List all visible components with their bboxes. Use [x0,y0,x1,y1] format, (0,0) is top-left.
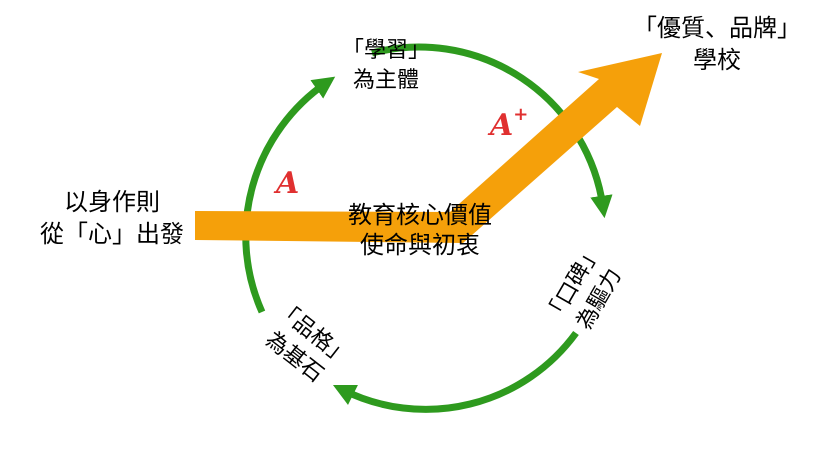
target-label-line2: 學校 [693,46,741,74]
cycle-label-top-line2: 為主體 [352,68,419,93]
cycle-label-top-line1: 「學習」 [341,38,430,63]
cycle-arc-right-bottom [332,330,579,413]
grade-a-plus-sup: + [513,104,529,125]
cycle-arc-left [242,76,336,314]
cycle-label-top: 「學習」 為主體 [326,36,446,96]
grade-a: A [276,166,299,201]
center-label-line1: 教育核心價值 [348,201,492,229]
center-label: 教育核心價值 使命與初衷 [320,200,520,260]
grade-a-plus: A+ [490,104,528,143]
target-label-line1: 「優質、品牌」 [633,14,801,42]
cycle-arc-top [371,43,613,219]
grade-a-text: A [276,166,300,201]
target-label: 「優質、品牌」 學校 [612,12,822,76]
left-label: 以身作則 從「心」出發 [32,186,192,250]
grade-a-plus-base: A [490,108,514,143]
left-label-line2: 從「心」出發 [40,220,184,248]
growth-arrow [195,53,662,243]
left-label-line1: 以身作則 [64,188,160,216]
center-label-line2: 使命與初衷 [360,231,480,259]
